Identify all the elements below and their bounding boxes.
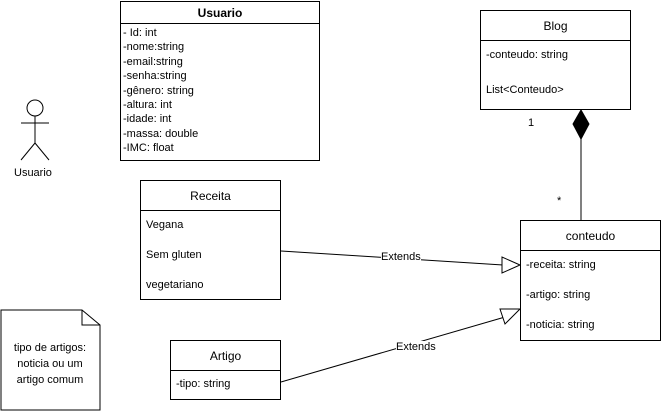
conteudo-class-title: conteudo xyxy=(521,221,660,251)
blog-class[interactable]: Blog -conteudo: string List<Conteudo> xyxy=(480,10,631,110)
note-line: noticia ou um xyxy=(17,358,83,370)
artigo-class-title: Artigo xyxy=(171,341,280,371)
conteudo-item: -receita: string xyxy=(526,259,596,271)
usuario-attribute: -gênero: string xyxy=(123,84,194,97)
artigo-item: -tipo: string xyxy=(176,378,231,390)
usuario-class[interactable]: Usuario - Id: int -nome:string -email:st… xyxy=(120,1,320,161)
conteudo-multiplicity: * xyxy=(557,195,562,207)
note-shape xyxy=(0,309,101,411)
artigo-class[interactable]: Artigo -tipo: string xyxy=(170,340,281,400)
receita-item: Sem gluten xyxy=(146,249,202,261)
receita-item: vegetariano xyxy=(146,279,204,291)
blog-item: -conteudo: string xyxy=(486,49,568,61)
usuario-attribute: -email:string xyxy=(123,55,183,68)
note-line: artigo comum xyxy=(16,374,84,386)
artigo-extends-line xyxy=(280,316,506,383)
blog-multiplicity: 1 xyxy=(528,117,535,129)
receita-extends-label: Extends xyxy=(381,251,421,263)
note-text: tipo de artigos: noticia ou um artigo co… xyxy=(1,340,99,388)
receita-class-title: Receita xyxy=(141,181,280,211)
blog-class-title: Blog xyxy=(481,11,630,41)
usuario-attribute: -IMC: float xyxy=(123,142,174,155)
usuario-attribute: -idade: int xyxy=(123,113,172,126)
usuario-attribute: -massa: double xyxy=(123,127,199,140)
actor-label: Usuario xyxy=(14,167,52,179)
conteudo-item: -noticia: string xyxy=(526,319,595,331)
blog-item: List<Conteudo> xyxy=(486,84,564,96)
note-line: tipo de artigos: xyxy=(13,342,87,354)
artigo-extends-label: Extends xyxy=(396,341,436,353)
usuario-attribute: -nome:string xyxy=(123,41,185,54)
usuario-attribute: -altura: int xyxy=(123,99,172,112)
artigo-extends-arrowhead xyxy=(499,308,522,325)
composition-diamond xyxy=(572,108,590,141)
conteudo-item: -artigo: string xyxy=(526,289,591,301)
conteudo-class[interactable]: conteudo -receita: string -artigo: strin… xyxy=(520,220,661,341)
actor-figure xyxy=(20,99,50,161)
usuario-class-title: Usuario xyxy=(121,2,319,24)
usuario-attribute: - Id: int xyxy=(123,27,157,39)
receita-class[interactable]: Receita Vegana Sem gluten vegetariano xyxy=(140,180,281,300)
usuario-attribute: -senha:string xyxy=(123,70,187,83)
receita-item: Vegana xyxy=(146,219,184,231)
usuario-attributes: - Id: int -nome:string -email:string -se… xyxy=(121,24,319,156)
receita-extends-arrowhead xyxy=(501,256,522,274)
